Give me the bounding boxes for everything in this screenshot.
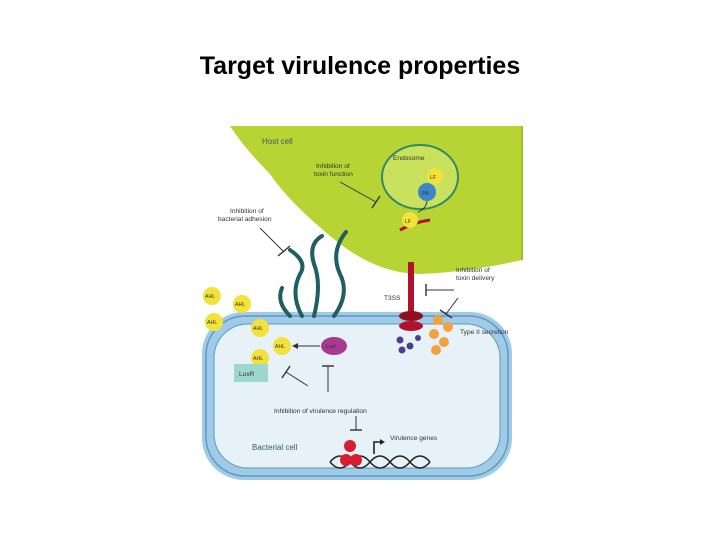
host-cell-label: Host cell <box>262 137 293 146</box>
virulence-genes-label: Virulence genes <box>390 435 438 442</box>
ahl-label-2: AHL <box>235 302 245 308</box>
inhibition-adhesion-label-2: bacterial adhesion <box>218 216 272 223</box>
type2-secretion-label: Type II secretion <box>460 329 509 336</box>
inhibition-toxin-function: Inhibition of toxin function <box>314 163 381 209</box>
inhibition-bacterial-adhesion: Inhibition of bacterial adhesion <box>218 208 291 257</box>
pa-protein: PA <box>418 183 436 201</box>
endosome: Endosome PA LF <box>381 144 459 213</box>
lf-label-endosome: LF <box>430 175 436 181</box>
t3ss-label: T3SS <box>384 295 401 302</box>
ahl-label-6: AHL <box>253 356 263 362</box>
luxi: LuxI <box>321 337 347 355</box>
ahl-molecule-1: AHL <box>203 287 221 305</box>
luxi-label: LuxI <box>326 344 336 350</box>
luxr: LuxR <box>234 364 268 382</box>
dna: Virulence genes <box>329 435 438 469</box>
ahl-label-5: AHL <box>275 344 285 350</box>
ahl-label-3: AHL <box>207 320 217 326</box>
inhibition-toxin-delivery-label-1: Inhibition of <box>456 267 490 274</box>
lf-released: LF <box>399 212 431 232</box>
ahl-outside: AHL AHL AHL AHL <box>203 287 269 337</box>
secreted-molecules <box>396 335 421 354</box>
ahl-label-4: AHL <box>253 326 263 332</box>
inhibition-toxin-function-label-2: toxin function <box>314 171 353 178</box>
inhibition-toxin-delivery-label-2: toxin delivery <box>456 275 495 282</box>
inhibition-virulence-regulation-label: Inhibition of virulence regulation <box>274 408 367 415</box>
slide-title: Target virulence properties <box>199 52 521 80</box>
inhibition-virulence-regulation: Inhibition of virulence regulation <box>274 365 367 431</box>
bacterial-cell-label: Bacterial cell <box>252 443 298 452</box>
ahl-inside: AHL AHL <box>251 337 320 367</box>
ahl-molecule-3: AHL <box>205 313 223 331</box>
inhibition-toxin-function-label-1: Inhibition of <box>316 163 350 170</box>
t3ss: T3SS <box>384 262 423 331</box>
luxr-label: LuxR <box>239 371 255 378</box>
pili <box>278 230 348 318</box>
ahl-label-1: AHL <box>205 294 215 300</box>
inhibition-toxin-delivery: Inhibition of toxin delivery <box>425 267 495 319</box>
ahl-molecule-4: AHL <box>251 319 269 337</box>
pa-label: PA <box>422 191 429 197</box>
ahl-molecule-2: AHL <box>233 295 251 313</box>
virulence-diagram: Host cell Endosome PA LF LF Inhibition o… <box>190 124 530 484</box>
host-cell: Host cell <box>230 126 523 274</box>
lf-protein-endosome: LF <box>427 168 443 184</box>
type2-secretion: Type II secretion <box>429 315 509 355</box>
lf-label-released: LF <box>405 219 411 225</box>
endosome-label: Endosome <box>393 155 425 162</box>
inhibition-adhesion-label-1: Inhibition of <box>230 208 264 215</box>
